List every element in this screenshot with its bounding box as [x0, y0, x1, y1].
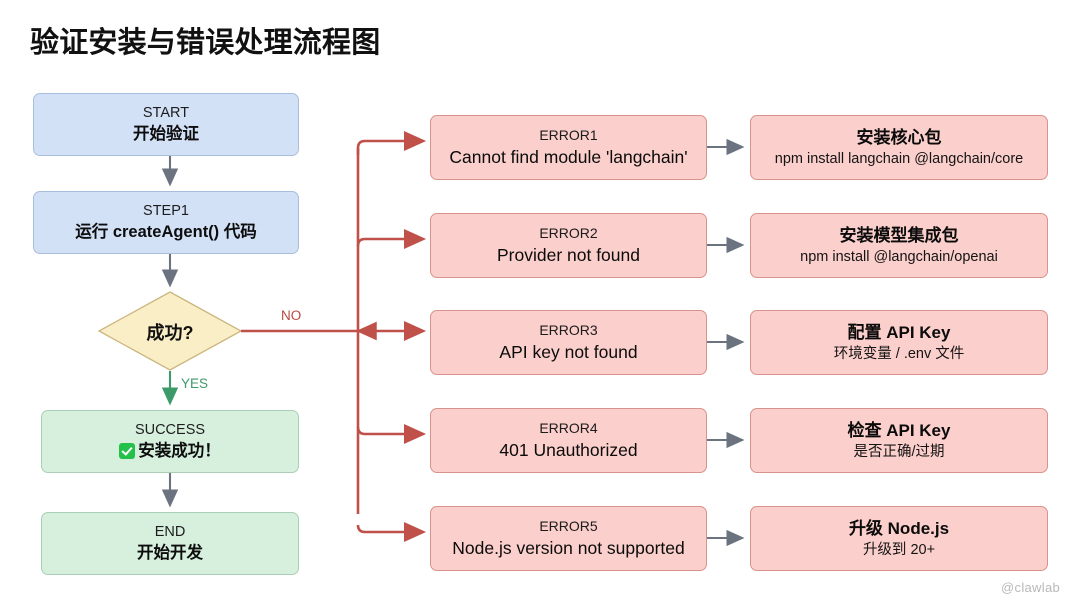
- node-end[interactable]: END 开始开发: [41, 512, 299, 575]
- node-error-5-text: Node.js version not supported: [452, 537, 685, 558]
- node-fix-4-detail: 是否正确/过期: [853, 443, 945, 460]
- node-error-3[interactable]: ERROR3 API key not found: [430, 310, 707, 375]
- node-error-1-label: ERROR1: [539, 126, 598, 143]
- node-step1[interactable]: STEP1 运行 createAgent() 代码: [33, 191, 299, 254]
- node-fix-1-detail: npm install langchain @langchain/core: [774, 150, 1024, 167]
- edge-trunk-error5: [356, 521, 427, 543]
- node-error-1-text: Cannot find module 'langchain': [449, 146, 688, 167]
- node-start-text: 开始验证: [133, 124, 199, 143]
- edge-trunk-error1: [356, 130, 427, 155]
- node-fix-2-title: 安装模型集成包: [839, 225, 959, 245]
- node-fix-2[interactable]: 安装模型集成包 npm install @langchain/openai: [750, 213, 1048, 278]
- node-fix-5-title: 升级 Node.js: [848, 518, 950, 538]
- check-mark-icon: [119, 442, 136, 459]
- node-error-5-label: ERROR5: [539, 517, 598, 534]
- edge-label-no: NO: [281, 308, 302, 323]
- node-error-4-text: 401 Unauthorized: [499, 439, 638, 460]
- node-start-label: START: [142, 105, 190, 122]
- node-success-text-wrap: 安装成功！: [119, 441, 221, 462]
- node-error-5[interactable]: ERROR5 Node.js version not supported: [430, 506, 707, 571]
- node-success-text: 安装成功！: [138, 441, 221, 460]
- node-end-text: 开始开发: [137, 543, 203, 562]
- node-success-label: SUCCESS: [134, 422, 206, 439]
- node-fix-2-detail: npm install @langchain/openai: [800, 248, 998, 265]
- node-error-3-label: ERROR3: [539, 321, 598, 338]
- node-fix-1-title: 安装核心包: [856, 127, 942, 147]
- node-fix-3-detail: 环境变量 / .env 文件: [833, 345, 965, 362]
- node-fix-1[interactable]: 安装核心包 npm install langchain @langchain/c…: [750, 115, 1048, 180]
- node-decision[interactable]: 成功?: [99, 292, 241, 371]
- node-fix-3[interactable]: 配置 API Key 环境变量 / .env 文件: [750, 310, 1048, 375]
- node-step1-label: STEP1: [143, 203, 189, 220]
- node-fix-5[interactable]: 升级 Node.js 升级到 20+: [750, 506, 1048, 571]
- node-fix-4-title: 检查 API Key: [847, 420, 951, 440]
- node-success[interactable]: SUCCESS 安装成功！: [41, 410, 299, 473]
- node-fix-5-detail: 升级到 20+: [862, 541, 936, 558]
- node-end-label: END: [154, 524, 186, 541]
- node-fix-3-title: 配置 API Key: [847, 322, 951, 342]
- node-error-4-label: ERROR4: [539, 419, 598, 436]
- node-decision-text: 成功?: [146, 322, 194, 343]
- node-error-2-text: Provider not found: [496, 244, 640, 265]
- edge-label-yes: YES: [181, 376, 209, 391]
- node-error-2[interactable]: ERROR2 Provider not found: [430, 213, 707, 278]
- node-start[interactable]: START 开始验证: [33, 93, 299, 156]
- node-error-4[interactable]: ERROR4 401 Unauthorized: [430, 408, 707, 473]
- node-error-2-label: ERROR2: [539, 224, 598, 241]
- node-step1-text: 运行 createAgent() 代码: [75, 222, 257, 241]
- edge-trunk-error2: [356, 228, 427, 250]
- node-error-3-text: API key not found: [499, 341, 638, 362]
- node-error-1[interactable]: ERROR1 Cannot find module 'langchain': [430, 115, 707, 180]
- edge-trunk-error4: [356, 423, 427, 445]
- page-title: 验证安装与错误处理流程图: [30, 27, 381, 59]
- node-fix-4[interactable]: 检查 API Key 是否正确/过期: [750, 408, 1048, 473]
- watermark: @clawlab: [1001, 580, 1060, 595]
